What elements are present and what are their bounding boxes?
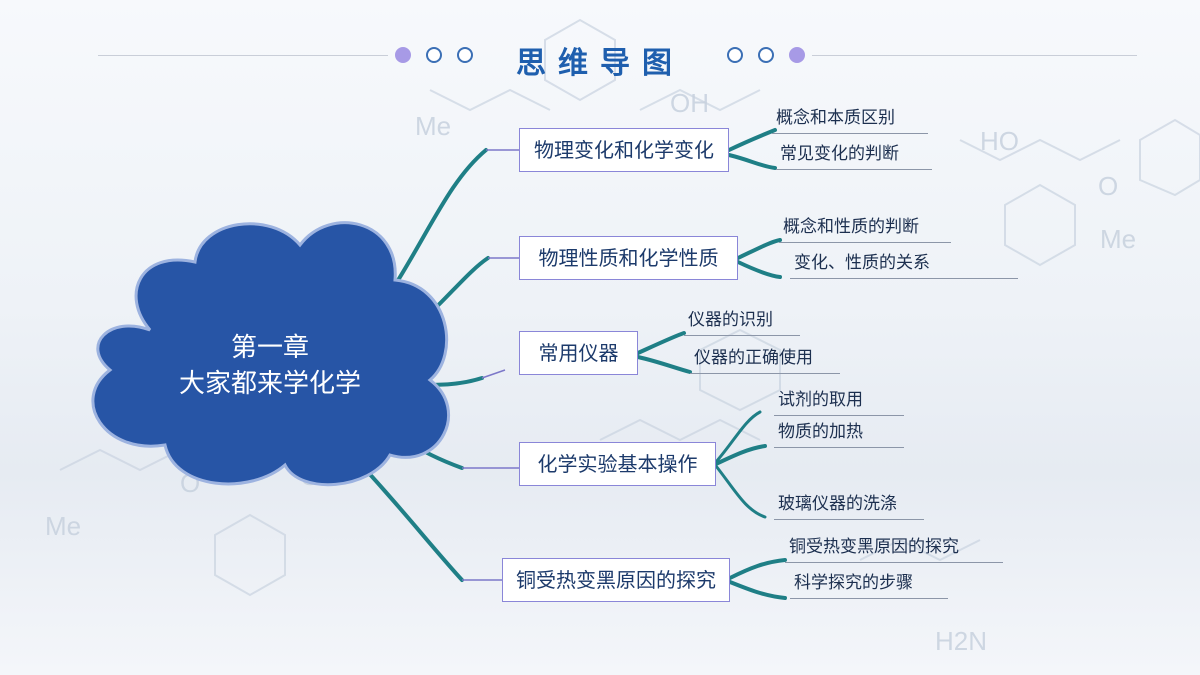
connector-leaf bbox=[736, 238, 782, 260]
bg-motif: Me bbox=[415, 111, 451, 141]
connector-leaf bbox=[636, 331, 686, 355]
branch-node-physical-chemical-property[interactable]: 物理性质和化学性质 bbox=[519, 236, 738, 280]
header-line-right bbox=[812, 55, 1137, 56]
connector-leaf bbox=[728, 558, 787, 580]
leaf-item[interactable]: 玻璃仪器的洗涤 bbox=[774, 492, 924, 520]
branch-node-basic-operations[interactable]: 化学实验基本操作 bbox=[519, 442, 716, 486]
leaf-item[interactable]: 仪器的正确使用 bbox=[690, 346, 840, 374]
connector-leaf bbox=[727, 128, 777, 152]
branch-node-physical-chemical-change[interactable]: 物理变化和化学变化 bbox=[519, 128, 729, 172]
header-dot bbox=[789, 47, 805, 63]
header-dot bbox=[758, 47, 774, 63]
center-topic: 第一章 大家都来学化学 bbox=[140, 330, 400, 402]
connector-leaf bbox=[727, 153, 777, 170]
connector-leaf bbox=[736, 260, 782, 279]
header-dot bbox=[395, 47, 411, 63]
header-dot bbox=[727, 47, 743, 63]
connector-branch-1 bbox=[390, 148, 488, 292]
leaf-item[interactable]: 概念和性质的判断 bbox=[779, 215, 951, 243]
leaf-item[interactable]: 变化、性质的关系 bbox=[790, 251, 1018, 279]
leaf-item[interactable]: 物质的加热 bbox=[774, 420, 904, 448]
bg-motif: OH bbox=[670, 88, 709, 118]
bg-motif: H2N bbox=[935, 626, 987, 656]
header-line-left bbox=[98, 55, 388, 56]
leaf-item[interactable]: 仪器的识别 bbox=[684, 308, 800, 336]
leaf-item[interactable]: 概念和本质区别 bbox=[772, 106, 928, 134]
connector-leaf bbox=[714, 410, 762, 464]
branch-node-copper-blackening[interactable]: 铜受热变黑原因的探究 bbox=[502, 558, 730, 602]
leaf-item[interactable]: 铜受热变黑原因的探究 bbox=[785, 535, 1003, 563]
branch-node-common-instruments[interactable]: 常用仪器 bbox=[519, 331, 638, 375]
header-dot bbox=[426, 47, 442, 63]
page-title: 思维导图 bbox=[516, 46, 684, 81]
center-cloud bbox=[91, 221, 450, 487]
connector-leaf bbox=[714, 444, 767, 466]
center-topic-line1: 第一章 bbox=[230, 333, 309, 363]
connector-leaf bbox=[636, 355, 692, 374]
header-dot bbox=[457, 47, 473, 63]
leaf-item[interactable]: 试剂的取用 bbox=[774, 388, 904, 416]
leaf-item[interactable]: 常见变化的判断 bbox=[776, 142, 932, 170]
bg-motif: Me bbox=[1100, 224, 1136, 254]
connector-leaf bbox=[714, 464, 767, 519]
leaf-item[interactable]: 科学探究的步骤 bbox=[790, 571, 948, 599]
connector-leaf bbox=[728, 580, 787, 600]
bg-motif: O bbox=[1098, 171, 1118, 201]
bg-motif: Me bbox=[45, 511, 81, 541]
center-topic-line2: 大家都来学化学 bbox=[178, 369, 361, 399]
bg-motif: HO bbox=[980, 126, 1019, 156]
